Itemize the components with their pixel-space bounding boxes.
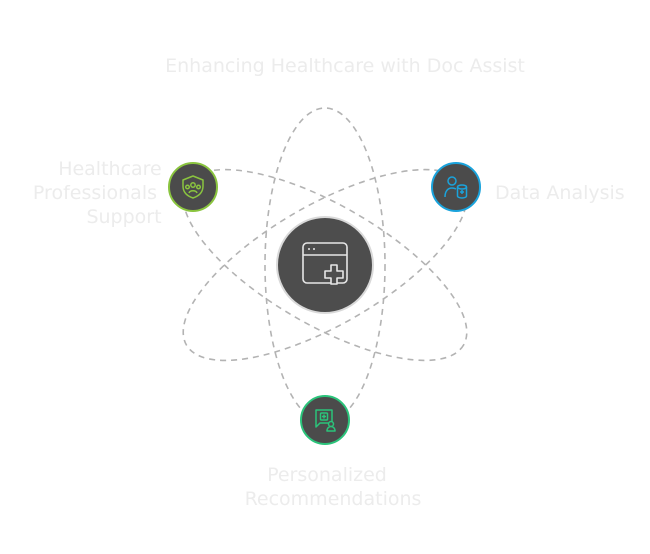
label-analysis-line-1: Data Analysis — [495, 182, 625, 204]
label-professionals: Healthcare Professionals Support — [33, 158, 168, 228]
shield-people-icon — [182, 175, 204, 199]
label-recommendations-line-1: Personalized — [267, 464, 387, 486]
center-node — [276, 216, 374, 314]
label-analysis: Data Analysis — [495, 182, 625, 204]
label-recommendations: Personalized Recommendations — [245, 464, 422, 510]
label-professionals-line-3: Support — [86, 206, 161, 228]
label-professionals-line-2: Professionals — [33, 182, 157, 204]
label-recommendations-line-2: Recommendations — [245, 488, 422, 510]
browser-window-plus-icon — [302, 242, 348, 285]
node-analysis — [431, 162, 481, 212]
person-database-icon — [444, 176, 468, 199]
node-recommendations — [300, 395, 350, 445]
node-labels: Healthcare Professionals Support Data An… — [33, 158, 625, 510]
node-professionals — [168, 162, 218, 212]
page-title: Enhancing Healthcare with Doc Assist — [165, 55, 525, 77]
label-professionals-line-1: Healthcare — [58, 158, 162, 180]
medical-chat-person-icon — [315, 409, 336, 432]
